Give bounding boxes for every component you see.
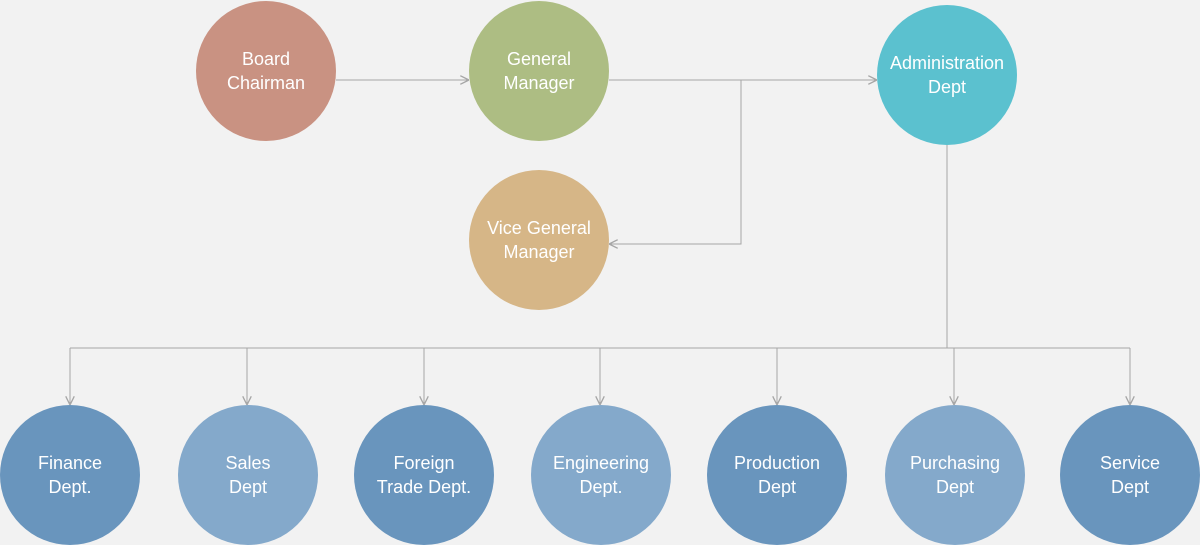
general-manager-node: General Manager (469, 1, 609, 141)
node-label-line: Engineering (552, 453, 650, 473)
node-label-line: Vice General (487, 218, 591, 238)
node-label-line: Administration (889, 53, 1005, 73)
node-label-line: Dept. (48, 477, 92, 497)
node-label-line: Manager (503, 73, 575, 93)
node-label-line: Production (733, 453, 821, 473)
node-label-line: Dept (927, 77, 967, 97)
sales-dept-node: Sales Dept (178, 405, 318, 545)
node-label-line: Dept (1110, 477, 1150, 497)
foreign-trade-dept-node: Foreign Trade Dept. (354, 405, 494, 545)
node-label-line: Dept (935, 477, 975, 497)
node-label-line: Dept (228, 477, 268, 497)
edge-gm-to-vgm (610, 80, 742, 244)
service-dept-node: Service Dept (1060, 405, 1200, 545)
node-label-line: Board (241, 49, 291, 69)
node-label-line: Foreign (393, 453, 455, 473)
node-label-line: General (506, 49, 572, 69)
node-label-line: Sales (225, 453, 271, 473)
vice-general-manager-node: Vice General Manager (469, 170, 609, 310)
node-label-line: Dept. (579, 477, 623, 497)
node-label-line: Manager (503, 242, 575, 262)
board-chairman-node: Board Chairman (196, 1, 336, 141)
node-label-line: Service (1099, 453, 1161, 473)
purchasing-dept-node: Purchasing Dept (885, 405, 1025, 545)
administration-dept-node: Administration Dept (877, 5, 1017, 145)
finance-dept-node: Finance Dept. (0, 405, 140, 545)
node-label-line: Dept (757, 477, 797, 497)
engineering-dept-node: Engineering Dept. (531, 405, 671, 545)
node-label-line: Finance (37, 453, 103, 473)
node-label-line: Chairman (226, 73, 306, 93)
node-label-line: Purchasing (909, 453, 1001, 473)
node-label-line: Trade Dept. (376, 477, 472, 497)
production-dept-node: Production Dept (707, 405, 847, 545)
